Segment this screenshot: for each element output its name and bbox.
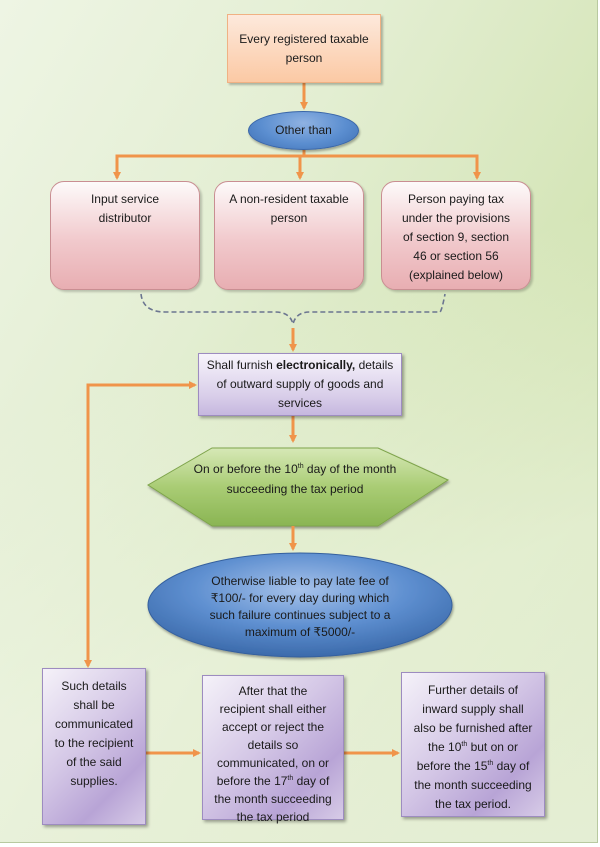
deadline-hexagon — [147, 447, 450, 527]
furnish-bold: electronically, — [276, 358, 356, 372]
communicated-line-3: communicated — [54, 717, 134, 731]
furnish-electronically-node: Shall furnish electronically, details of… — [198, 353, 402, 416]
deadline-line-2: succeeding the tax period — [226, 481, 364, 496]
accept-reject-node: After that the recipient shall either ac… — [202, 675, 344, 824]
deadline-text: On or before the 10th day of the month s… — [150, 445, 440, 522]
communicated-line-4: to the recipient — [54, 736, 134, 750]
communicated-line-5: of the said — [66, 755, 122, 769]
inward-l5-pre: before the 15 — [416, 759, 488, 773]
deadline-pre: On or before the 10 — [193, 461, 298, 476]
inward-line-6: the month succeeding — [414, 778, 532, 792]
inward-supply-node: Further details of inward supply shall a… — [401, 672, 545, 817]
inward-l5-sup: th — [487, 760, 494, 767]
accept-l6-post: day of — [293, 774, 330, 788]
branch-bar — [115, 154, 479, 178]
accept-l6-sup: th — [287, 775, 294, 782]
furnish-line-2: of outward supply of goods and — [216, 377, 384, 391]
accept-l6-pre: before the 17 — [216, 774, 288, 788]
communicated-line-2: shall be — [73, 698, 115, 712]
late-fee-line-1: Otherwise liable to pay late fee of — [211, 573, 389, 588]
start-line-2: person — [285, 50, 323, 65]
inward-l5-post: day of — [493, 759, 530, 773]
communicated-line-6: supplies. — [70, 774, 118, 788]
accept-line-4: details so — [247, 738, 299, 752]
exclusion-3-line-2: under the provisions — [401, 211, 511, 225]
inward-l4-sup: th — [461, 741, 468, 748]
other-than-label: Other than — [275, 123, 332, 137]
exclusion-2-line-2: person — [270, 211, 308, 225]
other-than-node: Other than — [248, 111, 359, 150]
late-fee-line-2: ₹100/- for every day during which — [210, 590, 390, 605]
late-fee-text: Otherwise liable to pay late fee of ₹100… — [148, 553, 452, 660]
furnish-line-1: Shall furnish electronically, details — [207, 356, 394, 375]
furnish-suffix: details — [355, 358, 394, 372]
late-fee-line-3: such failure continues subject to a — [209, 607, 391, 622]
exclusion-input-service-distributor: Input service distributor — [50, 181, 200, 290]
accept-line-3: accept or reject the — [221, 720, 325, 734]
communicated-to-recipient-node: Such details shall be communicated to th… — [42, 668, 146, 825]
inward-line-4: the 10th but on or — [414, 738, 533, 757]
accept-line-7: the month succeeding — [214, 792, 332, 806]
accept-line-5: communicated, on or — [216, 756, 330, 770]
communicated-line-1: Such details — [61, 679, 127, 693]
deadline-post: day of the month — [303, 461, 397, 476]
accept-line-8: the tax period — [236, 810, 310, 824]
furnish-line-3: services — [277, 396, 322, 410]
late-fee-line-4: maximum of ₹5000/- — [244, 624, 356, 639]
exclusion-3-line-1: Person paying tax — [407, 192, 505, 206]
exclusion-non-resident-taxable-person: A non-resident taxable person — [214, 181, 364, 290]
dashed-brace-connector — [140, 293, 446, 325]
loop-line — [86, 383, 190, 665]
deadline-sup: th — [297, 462, 304, 470]
start-line-1: Every registered taxable — [239, 31, 369, 46]
exclusion-3-line-3: of section 9, section — [402, 230, 510, 244]
exclusion-person-paying-tax-section-9-46-56: Person paying tax under the provisions o… — [381, 181, 531, 290]
inward-l4-post: but on or — [467, 740, 518, 754]
inward-line-5: before the 15th day of — [414, 757, 533, 776]
exclusion-3-line-5: (explained below) — [408, 268, 504, 282]
exclusion-3-line-4: 46 or section 56 — [413, 249, 499, 263]
inward-line-1: Further details of — [427, 683, 519, 697]
furnish-prefix: Shall furnish — [206, 358, 277, 372]
deadline-line-1: On or before the 10th day of the month — [194, 459, 397, 479]
inward-line-7: the tax period. — [434, 797, 512, 811]
accept-line-1: After that the — [238, 684, 308, 698]
inward-line-2: inward supply shall — [422, 702, 524, 716]
accept-line-2: recipient shall either — [219, 702, 327, 716]
exclusion-1-line-2: distributor — [98, 211, 152, 225]
exclusion-2-line-1: A non-resident taxable — [229, 192, 349, 206]
start-node-every-registered-taxable-person: Every registered taxable person — [227, 14, 381, 83]
exclusion-1-line-1: Input service — [90, 192, 160, 206]
late-fee-ellipse — [147, 552, 453, 658]
inward-line-3: also be furnished after — [413, 721, 533, 735]
accept-line-6: before the 17th day of — [214, 772, 331, 790]
inward-l4-pre: the 10 — [428, 740, 462, 754]
